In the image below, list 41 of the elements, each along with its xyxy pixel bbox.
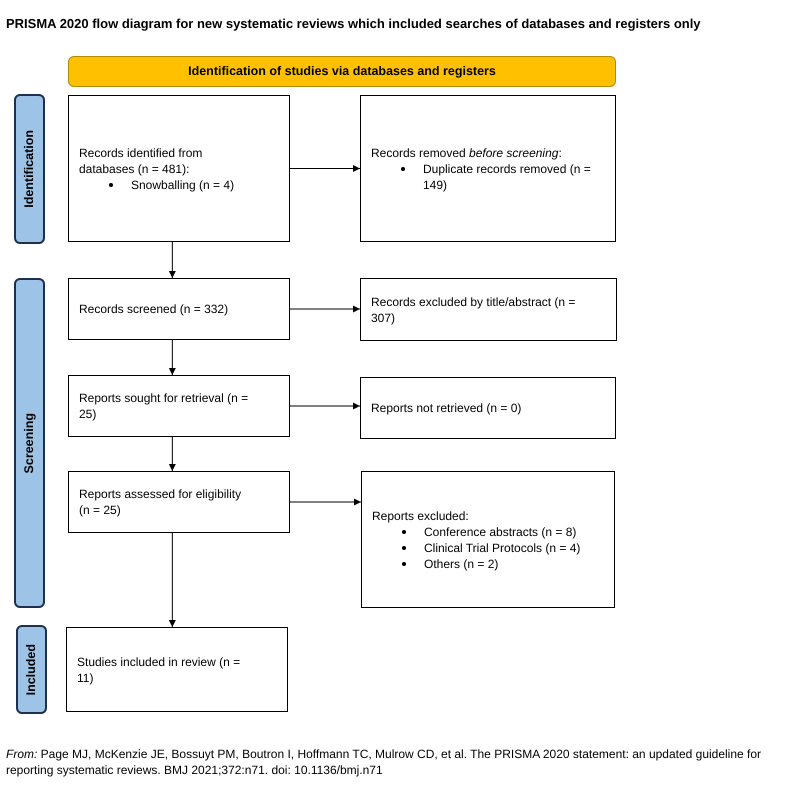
- arrow: [168, 436, 176, 472]
- box-text: Records screened (n = 332): [79, 301, 230, 317]
- box-text: Reports excluded:: [372, 508, 470, 524]
- process-box: [361, 471, 615, 608]
- box-text: Records excluded by title/abstract (n = 307): [371, 294, 576, 326]
- process-box: [68, 278, 290, 340]
- process-box: [68, 375, 290, 437]
- arrow: [168, 532, 176, 628]
- process-box: [360, 377, 616, 439]
- stage-name: Identification: [21, 130, 38, 208]
- stage-label: [16, 625, 47, 714]
- box-text: Records identified from databases (n = 481):: [79, 144, 204, 176]
- source-citation: From: Page MJ, McKenzie JE, Bossuyt PM, Boutron I, Hoffmann TC, Mulrow CD, et al. The PRISMA 2020 statement: an updated guideline for reporting systematic reviews. BMJ 2021;372:n71. doi: 10.1136/bmj.n71: [6, 746, 762, 778]
- arrow: [168, 242, 176, 278]
- bullet-item: Snowballing (n = 4): [131, 178, 234, 192]
- bullet-item: Duplicate records removed (n = 149): [423, 162, 591, 192]
- phase-banner: [68, 56, 616, 87]
- process-box: [68, 95, 290, 242]
- box-text: Records removed before screening:: [371, 144, 563, 160]
- arrow: [168, 340, 176, 376]
- bullet-item: Clinical Trial Protocols (n = 4): [424, 540, 580, 554]
- bullet-item: Others (n = 2): [424, 556, 498, 570]
- process-box: [68, 471, 290, 533]
- stage-name: Included: [23, 644, 40, 696]
- process-box: [360, 278, 617, 341]
- box-text: Reports assessed for eligibility (n = 25): [79, 486, 242, 518]
- box-text: Reports sought for retrieval (n = 25): [79, 390, 249, 422]
- stage-name: Screening: [21, 412, 38, 474]
- box-text: Studies included in review (n = 11): [77, 654, 242, 686]
- arrow: [290, 402, 360, 410]
- stage-label: [14, 278, 45, 608]
- process-box: [66, 627, 288, 712]
- arrow: [290, 165, 360, 172]
- arrow: [290, 306, 360, 312]
- arrow: [290, 498, 362, 506]
- diagram-title: PRISMA 2020 flow diagram for new systematic reviews which included searches of databases and registers only: [6, 15, 701, 33]
- box-text: Reports not retrieved (n = 0): [371, 400, 522, 416]
- banner-heading: Identification of studies via databases and registers: [188, 63, 496, 80]
- process-box: [360, 95, 616, 242]
- stage-label: [14, 94, 45, 244]
- bullet-item: Conference abstracts (n = 8): [424, 524, 576, 538]
